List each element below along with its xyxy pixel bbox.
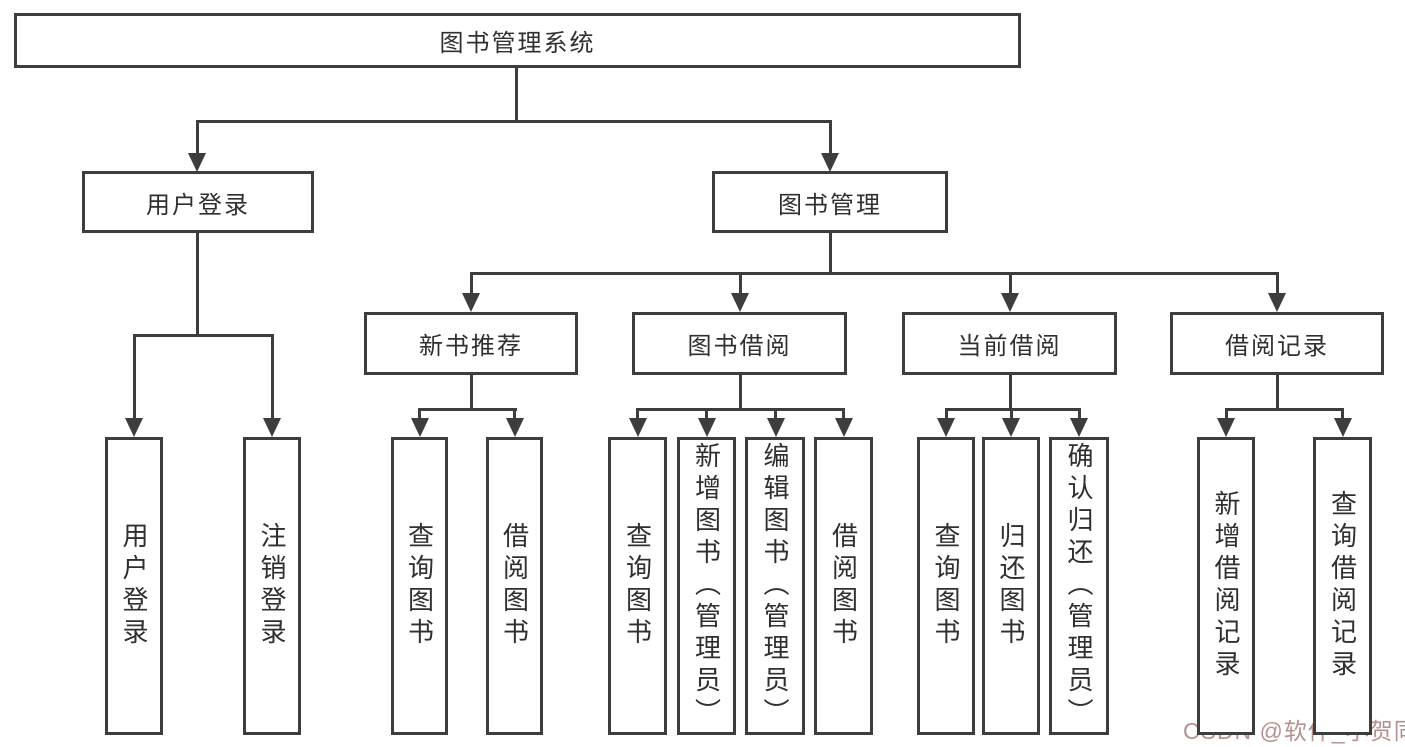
connector-drop <box>271 337 274 421</box>
leaf-confirm-return-admin: 确认归还（管理员） <box>1049 437 1109 735</box>
connector-drop <box>133 337 136 421</box>
arrowhead-icon <box>731 293 749 312</box>
arrowhead-icon <box>1268 293 1286 312</box>
node-borrow-records: 借阅记录 <box>1170 312 1384 375</box>
leaf-borrow-books: 借阅图书 <box>814 437 873 735</box>
node-book-borrow: 图书借阅 <box>632 312 847 375</box>
leaf-label: 编辑图书（管理员） <box>760 442 790 730</box>
leaf-query-books-recommend: 查询图书 <box>391 437 448 735</box>
leaf-edit-books-admin: 编辑图书（管理员） <box>745 437 805 735</box>
leaf-label: 查询图书 <box>404 522 435 650</box>
arrowhead-icon <box>506 418 524 437</box>
arrowhead-icon <box>767 418 785 437</box>
connector-bus <box>133 334 274 337</box>
node-new-book-recommend-label: 新书推荐 <box>419 333 523 360</box>
leaf-label: 注销登录 <box>257 522 287 650</box>
connector-drop <box>196 123 199 158</box>
node-book-management-label: 图书管理 <box>778 191 882 219</box>
leaf-label: 用户登录 <box>119 522 149 650</box>
connector-drop <box>705 411 708 421</box>
connector-drop <box>1078 411 1081 421</box>
arrowhead-icon <box>1002 418 1020 437</box>
leaf-label: 新增借阅记录 <box>1211 490 1241 682</box>
connector-stem <box>1009 375 1012 411</box>
connector-stem <box>1276 375 1279 411</box>
node-book-management: 图书管理 <box>712 171 948 233</box>
leaf-query-books-current: 查询图书 <box>917 437 975 735</box>
arrowhead-icon <box>1217 418 1235 437</box>
connector-bus <box>470 272 1279 275</box>
connector-stem <box>196 233 199 337</box>
connector-stem <box>739 375 742 411</box>
connector-drop <box>470 275 473 297</box>
arrowhead-icon <box>629 418 647 437</box>
leaf-label: 新增图书（管理员） <box>691 442 722 730</box>
connector-bus <box>1225 408 1344 411</box>
arrowhead-icon <box>835 418 853 437</box>
connector-drop <box>829 123 832 158</box>
connector-drop <box>739 275 742 297</box>
connector-bus <box>418 408 517 411</box>
node-new-book-recommend: 新书推荐 <box>364 312 578 375</box>
connector-drop <box>513 411 516 421</box>
arrowhead-icon <box>411 418 429 437</box>
arrowhead-icon <box>125 418 143 437</box>
node-user-login: 用户登录 <box>82 171 314 233</box>
arrowhead-icon <box>937 418 955 437</box>
node-current-borrow-label: 当前借阅 <box>957 333 1062 360</box>
connector-drop <box>1341 411 1344 421</box>
leaf-borrow-books-recommend: 借阅图书 <box>486 437 543 735</box>
connector-drop <box>774 411 777 421</box>
node-root: 图书管理系统 <box>14 13 1021 68</box>
arrowhead-icon <box>821 153 839 172</box>
arrowhead-icon <box>188 153 206 172</box>
arrowhead-icon <box>1334 418 1352 437</box>
arrowhead-icon <box>698 418 716 437</box>
node-borrow-records-label: 借阅记录 <box>1225 333 1329 360</box>
connector-drop <box>1010 411 1013 421</box>
leaf-label: 借阅图书 <box>499 522 530 650</box>
node-root-label: 图书管理系统 <box>439 30 596 57</box>
leaf-label: 确认归还（管理员） <box>1064 442 1094 730</box>
connector-drop <box>1009 275 1012 297</box>
leaf-label: 查询借阅记录 <box>1327 490 1358 682</box>
connector-drop <box>418 411 421 421</box>
connector-bus <box>196 120 832 123</box>
arrowhead-icon <box>1001 293 1019 312</box>
node-user-login-label: 用户登录 <box>146 191 250 219</box>
arrowhead-icon <box>1070 418 1088 437</box>
leaf-logout: 注销登录 <box>243 437 301 735</box>
leaf-return-books: 归还图书 <box>982 437 1040 735</box>
connector-drop <box>636 411 639 421</box>
connector-drop <box>945 411 948 421</box>
connector-bus <box>636 408 845 411</box>
connector-stem <box>515 68 518 123</box>
node-book-borrow-label: 图书借阅 <box>687 333 792 360</box>
leaf-add-borrow-record: 新增借阅记录 <box>1197 437 1255 735</box>
leaf-label: 归还图书 <box>996 522 1026 650</box>
arrowhead-icon <box>263 418 281 437</box>
arrowhead-icon <box>462 293 480 312</box>
connector-drop <box>842 411 845 421</box>
node-current-borrow: 当前借阅 <box>902 312 1117 375</box>
leaf-label: 查询图书 <box>622 522 653 650</box>
leaf-query-borrow-record: 查询借阅记录 <box>1313 437 1372 735</box>
connector-bus <box>945 408 1081 411</box>
leaf-user-login: 用户登录 <box>105 437 163 735</box>
connector-drop <box>1276 275 1279 297</box>
leaf-query-books-borrow: 查询图书 <box>608 437 667 735</box>
leaf-label: 查询图书 <box>931 522 961 650</box>
connector-stem <box>829 233 832 275</box>
leaf-add-books-admin: 新增图书（管理员） <box>677 437 736 735</box>
connector-stem <box>470 375 473 411</box>
leaf-label: 借阅图书 <box>828 522 859 650</box>
connector-drop <box>1225 411 1228 421</box>
